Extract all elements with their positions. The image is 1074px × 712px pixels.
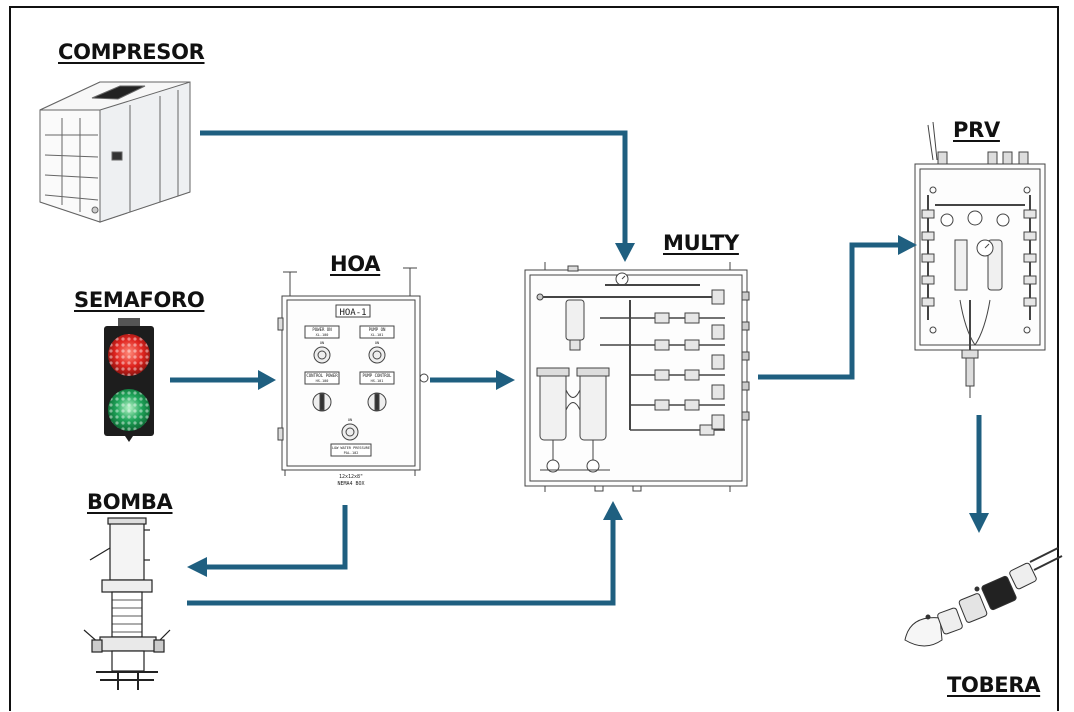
- hoa-box-size: 12x12x8": [339, 474, 363, 480]
- hoa-panel-image: [278, 268, 428, 476]
- hoa-power-on-sub: XL-100: [316, 333, 329, 337]
- hoa-control-power-sub: HS-100: [316, 379, 329, 383]
- semaforo-image: [104, 318, 154, 442]
- hoa-pump-on-label: PUMP ON: [369, 327, 386, 332]
- arrowhead-right-prv: [898, 235, 917, 255]
- arrowhead-right-multy: [496, 370, 515, 390]
- hoa-on-label-3: ON: [348, 418, 352, 422]
- arrow-multy-prv: [758, 245, 900, 377]
- arrowhead-right-hoa: [258, 370, 276, 390]
- hoa-on-label-2: ON: [375, 341, 379, 345]
- hoa-low-water-label: LOW WATER PRESSURE: [332, 446, 370, 450]
- bomba-image: [84, 518, 170, 690]
- hoa-power-on-label: POWER ON: [312, 327, 332, 332]
- arrow-hoa-bomba: [205, 505, 345, 567]
- hoa-tag: HOA-1: [339, 308, 366, 318]
- arrowhead-down-tobera: [969, 513, 989, 533]
- tobera-image: [905, 548, 1062, 646]
- arrowhead-down-multy: [615, 243, 635, 262]
- arrow-compresor-multy: [200, 133, 625, 243]
- arrowhead-left-bomba: [187, 557, 207, 577]
- compresor-image: [40, 82, 190, 222]
- prv-panel-image: [915, 122, 1045, 398]
- hoa-control-power-label: CONTROL POWER: [306, 373, 338, 378]
- arrowhead-up-multy: [603, 501, 623, 520]
- hoa-low-water-sub: PAL-102: [344, 451, 359, 455]
- hoa-on-label-1: ON: [320, 341, 324, 345]
- hoa-pump-control-label: PUMP CONTROL: [363, 373, 392, 378]
- multy-panel-image: [525, 262, 749, 492]
- hoa-pump-on-sub: XL-101: [371, 333, 384, 337]
- hoa-pump-control-sub: HS-101: [371, 379, 384, 383]
- hoa-box-type: NEMA4 BOX: [337, 481, 364, 487]
- arrow-bomba-multy: [187, 518, 613, 603]
